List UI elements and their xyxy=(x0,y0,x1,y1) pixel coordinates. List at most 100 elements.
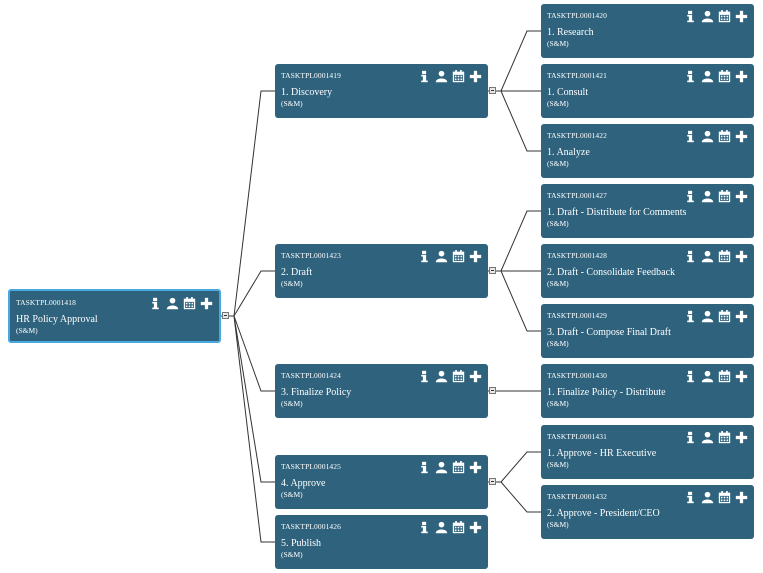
user-icon[interactable] xyxy=(701,370,714,383)
user-icon[interactable] xyxy=(701,190,714,203)
task-title: 1. Finalize Policy - Distribute xyxy=(547,387,666,398)
node-actions xyxy=(684,370,748,383)
plus-icon[interactable] xyxy=(469,370,482,383)
task-code: TASKTPL0001426 xyxy=(281,522,341,531)
calendar-icon[interactable] xyxy=(718,70,731,83)
task-subtitle: (S&M) xyxy=(281,279,303,288)
calendar-icon[interactable] xyxy=(452,461,465,474)
collapse-toggle[interactable] xyxy=(489,478,496,485)
task-code: TASKTPL0001418 xyxy=(16,298,76,307)
plus-icon[interactable] xyxy=(735,70,748,83)
user-icon[interactable] xyxy=(435,521,448,534)
plus-icon[interactable] xyxy=(469,461,482,474)
calendar-icon[interactable] xyxy=(718,310,731,323)
task-subtitle: (S&M) xyxy=(547,99,569,108)
task-subtitle: (S&M) xyxy=(547,339,569,348)
info-icon[interactable] xyxy=(684,431,697,444)
task-node-n1418[interactable]: TASKTPL0001418 HR Policy Approval(S&M) xyxy=(8,289,221,343)
info-icon[interactable] xyxy=(418,521,431,534)
info-icon[interactable] xyxy=(684,370,697,383)
calendar-icon[interactable] xyxy=(718,491,731,504)
plus-icon[interactable] xyxy=(735,190,748,203)
user-icon[interactable] xyxy=(435,250,448,263)
user-icon[interactable] xyxy=(435,70,448,83)
calendar-icon[interactable] xyxy=(452,521,465,534)
user-icon[interactable] xyxy=(166,297,179,310)
collapse-toggle[interactable] xyxy=(222,312,229,319)
user-icon[interactable] xyxy=(701,70,714,83)
collapse-toggle[interactable] xyxy=(489,387,496,394)
collapse-toggle[interactable] xyxy=(489,87,496,94)
node-actions xyxy=(418,70,482,83)
info-icon[interactable] xyxy=(418,461,431,474)
info-icon[interactable] xyxy=(684,70,697,83)
calendar-icon[interactable] xyxy=(718,370,731,383)
connector-line xyxy=(500,270,541,332)
user-icon[interactable] xyxy=(435,370,448,383)
info-icon[interactable] xyxy=(684,190,697,203)
plus-icon[interactable] xyxy=(735,130,748,143)
plus-icon[interactable] xyxy=(469,521,482,534)
plus-icon[interactable] xyxy=(735,370,748,383)
task-title: HR Policy Approval xyxy=(16,314,98,325)
calendar-icon[interactable] xyxy=(452,70,465,83)
calendar-icon[interactable] xyxy=(718,431,731,444)
user-icon[interactable] xyxy=(435,461,448,474)
info-icon[interactable] xyxy=(418,250,431,263)
task-node-n1432[interactable]: TASKTPL0001432 2. Approve - President/CEO… xyxy=(541,485,754,539)
connector-line xyxy=(233,315,275,392)
info-icon[interactable] xyxy=(418,370,431,383)
calendar-icon[interactable] xyxy=(718,190,731,203)
user-icon[interactable] xyxy=(701,491,714,504)
info-icon[interactable] xyxy=(418,70,431,83)
calendar-icon[interactable] xyxy=(452,370,465,383)
info-icon[interactable] xyxy=(684,310,697,323)
info-icon[interactable] xyxy=(684,491,697,504)
node-actions xyxy=(684,310,748,323)
plus-icon[interactable] xyxy=(735,491,748,504)
plus-icon[interactable] xyxy=(735,250,748,263)
task-subtitle: (S&M) xyxy=(16,326,38,335)
user-icon[interactable] xyxy=(701,130,714,143)
calendar-icon[interactable] xyxy=(452,250,465,263)
task-code: TASKTPL0001432 xyxy=(547,492,607,501)
task-code: TASKTPL0001421 xyxy=(547,71,607,80)
plus-icon[interactable] xyxy=(735,431,748,444)
calendar-icon[interactable] xyxy=(718,10,731,23)
plus-icon[interactable] xyxy=(735,310,748,323)
plus-icon[interactable] xyxy=(200,297,213,310)
info-icon[interactable] xyxy=(684,250,697,263)
plus-icon[interactable] xyxy=(469,70,482,83)
user-icon[interactable] xyxy=(701,250,714,263)
calendar-icon[interactable] xyxy=(718,130,731,143)
task-subtitle: (S&M) xyxy=(281,99,303,108)
calendar-icon[interactable] xyxy=(718,250,731,263)
user-icon[interactable] xyxy=(701,431,714,444)
user-icon[interactable] xyxy=(701,310,714,323)
info-icon[interactable] xyxy=(149,297,162,310)
task-title: 2. Approve - President/CEO xyxy=(547,508,660,519)
plus-icon[interactable] xyxy=(735,10,748,23)
plus-icon[interactable] xyxy=(469,250,482,263)
node-actions xyxy=(418,461,482,474)
connector-line xyxy=(500,30,541,92)
info-icon[interactable] xyxy=(684,130,697,143)
user-icon[interactable] xyxy=(701,10,714,23)
collapse-toggle[interactable] xyxy=(489,267,496,274)
calendar-icon[interactable] xyxy=(183,297,196,310)
info-icon[interactable] xyxy=(684,10,697,23)
task-subtitle: (S&M) xyxy=(281,550,303,559)
